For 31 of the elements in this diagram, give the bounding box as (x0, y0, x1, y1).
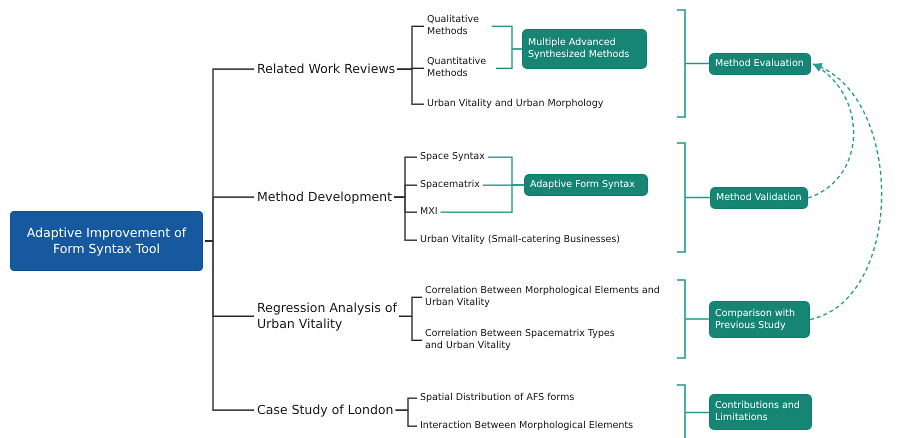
dashed-arrow (810, 63, 882, 320)
connector-line (397, 68, 424, 105)
result-box: Comparison with Previous Study (709, 301, 810, 338)
subtopic-label: Spatial Distribution of AFS forms (420, 392, 574, 404)
subtopic-label: MXI (420, 206, 438, 218)
result-box: Contributions and Limitations (709, 394, 812, 430)
result-box: Method Validation (710, 187, 808, 209)
result-box: Method Evaluation (709, 53, 811, 75)
subtopic-label: Correlation Between Morphological Elements and Urban Vitality (425, 285, 665, 310)
root-box: Adaptive Improvement of Form Syntax Tool (10, 211, 203, 271)
connector-line (395, 409, 417, 427)
subtopic-label: Correlation Between Spacematrix Types and Urban Vitality (425, 328, 625, 353)
connector-line (440, 184, 524, 213)
connector-line (399, 316, 422, 342)
subtopic-label: Spacematrix (420, 179, 480, 192)
topic-label: Case Study of London (257, 402, 394, 418)
subtopic-label: Urban Vitality and Urban Morphology (427, 98, 604, 110)
subtopic-label: Urban Vitality (Small-catering Businesses) (420, 234, 620, 246)
subtopic-label: Qualitative Methods (427, 14, 489, 39)
topic-label: Regression Analysis of Urban Vitality (257, 300, 397, 332)
result-box: Multiple Advanced Synthesized Methods (522, 29, 647, 69)
topic-label: Method Development (257, 189, 392, 206)
subtopic-label: Quantitative Methods (427, 56, 493, 81)
result-box: Adaptive Form Syntax (524, 174, 648, 196)
connector-line (496, 48, 522, 70)
dashed-arrow (808, 63, 854, 199)
topic-label: Related Work Reviews (257, 61, 396, 78)
connector-line (205, 240, 254, 411)
subtopic-label: Space Syntax (420, 151, 485, 164)
connector-line (394, 196, 417, 241)
subtopic-label: Interaction Between Morphological Elements (420, 420, 634, 432)
